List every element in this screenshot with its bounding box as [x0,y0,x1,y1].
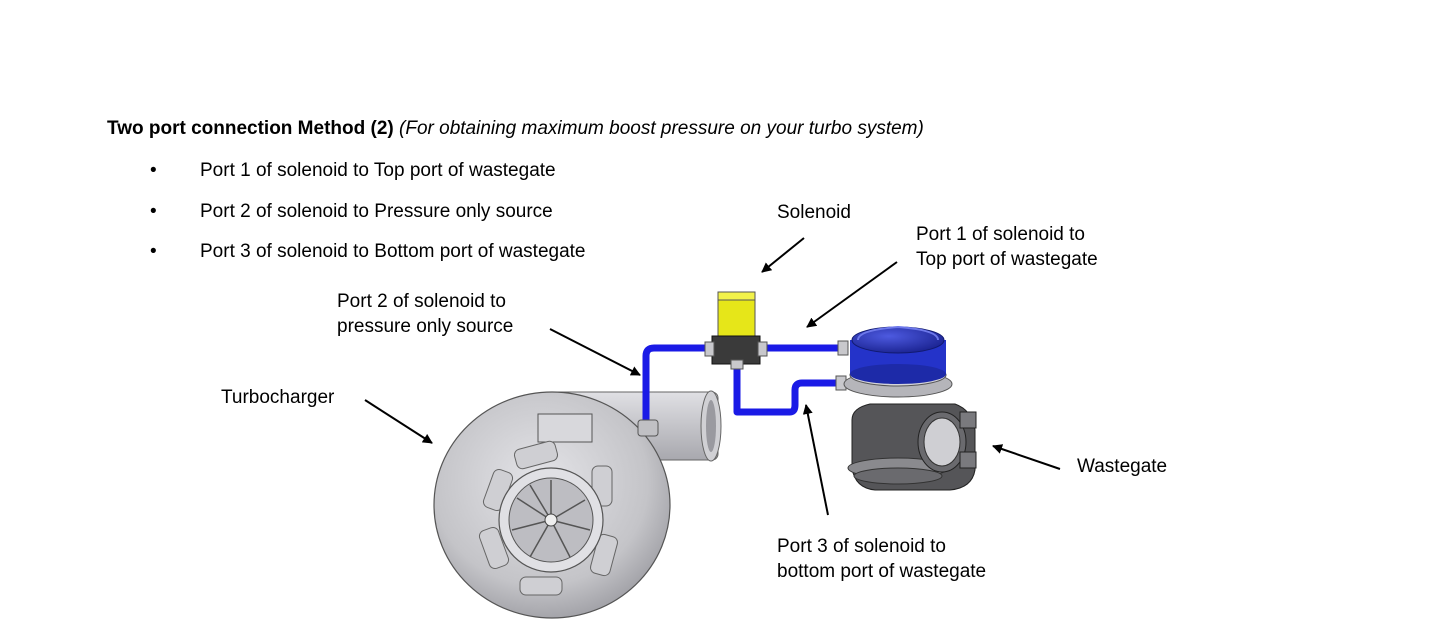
turbo-hose-fitting [637,419,659,437]
turbocharger-arrow [364,399,433,444]
wastegate-label: Wastegate [1077,456,1168,477]
list-item-text: Port 3 of solenoid to Bottom port of was… [200,241,586,262]
solenoid-arrow [761,237,805,273]
list-item-text: Port 1 of solenoid to Top port of wasteg… [200,160,556,181]
list-item: • Port 1 of solenoid to Top port of waste… [150,158,586,199]
callout-arrows [364,237,1061,516]
connection-list: • Port 1 of solenoid to Top port of waste… [150,158,586,280]
port1-arrow [806,261,898,328]
wastegate-illustration [835,325,977,491]
list-item-text: Port 2 of solenoid to Pressure only sour… [200,200,553,222]
bullet-icon: • [150,200,157,222]
bullet-icon: • [150,160,157,181]
section-heading: Two port connection Method (2) (For obta… [107,118,924,140]
heading-subtitle: (For obtaining maximum boost pressure on… [399,118,924,139]
solenoid-label: Solenoid [777,202,851,223]
turbocharger-illustration [433,390,722,619]
solenoid-illustration [704,291,768,370]
list-item: • Port 2 of solenoid to Pressure only sou… [150,199,586,240]
wastegate-arrow [992,444,1061,470]
list-item: • Port 3 of solenoid to Bottom port of wa… [150,239,586,280]
heading-title: Two port connection Method (2) [107,118,394,139]
turbocharger-label: Turbocharger [221,387,335,408]
port3-arrow [802,404,829,516]
bullet-icon: • [150,241,157,262]
port2-arrow [549,328,641,376]
hose-lines [642,344,844,432]
